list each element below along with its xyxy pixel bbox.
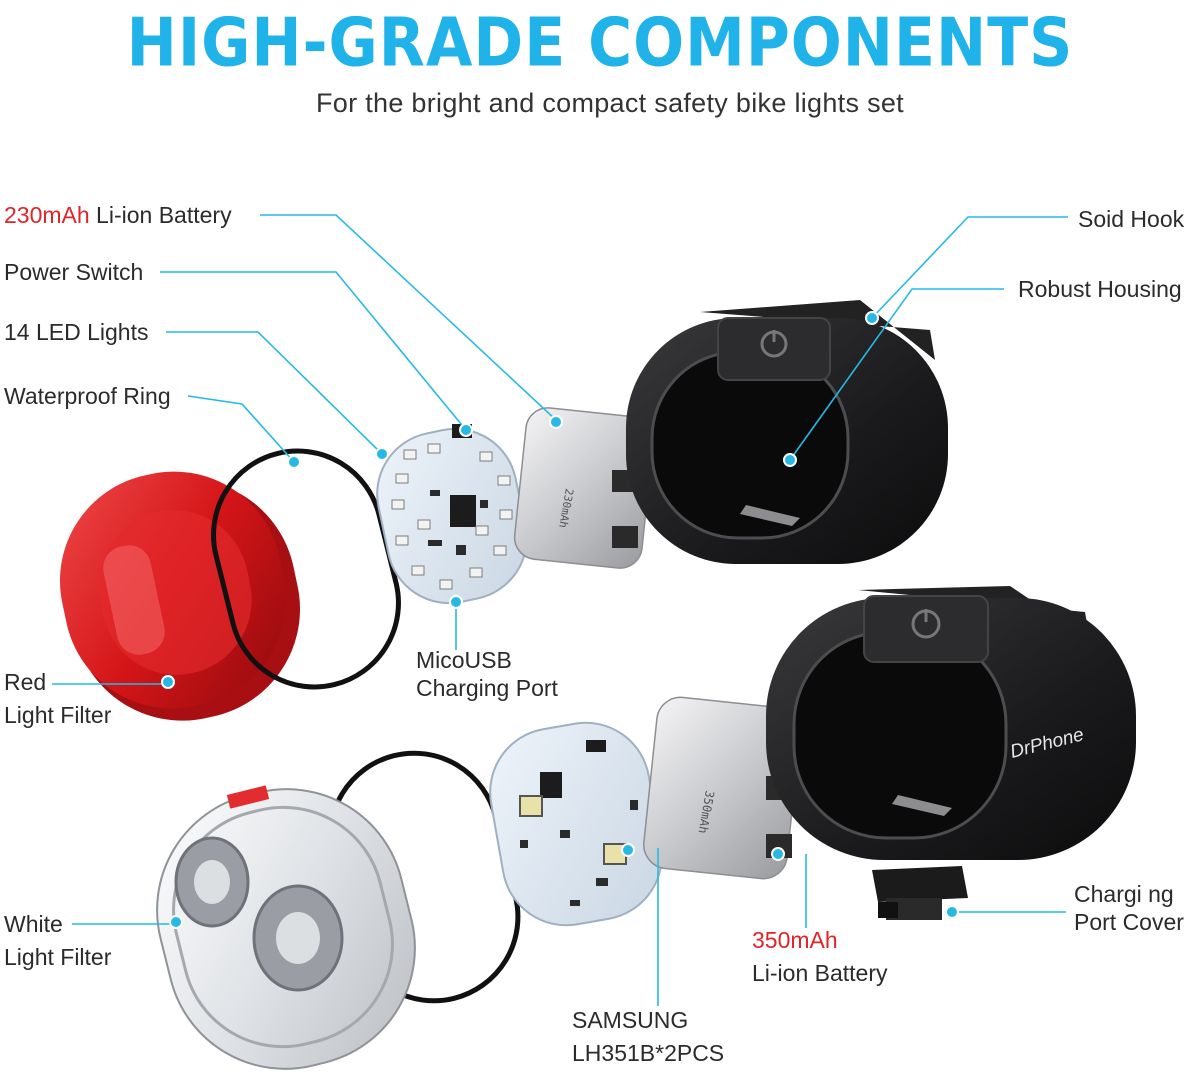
white-filter-line2: Light Filter: [4, 944, 112, 970]
solid-hook-marker: [865, 311, 879, 325]
samsung-line1: SAMSUNG: [572, 1007, 689, 1033]
robust-housing-marker: [783, 453, 797, 467]
white-light-filter: [156, 785, 416, 1070]
red-filter-line1: Red: [4, 669, 47, 695]
red-filter-marker: [161, 675, 175, 689]
label-solid-hook: Soid Hook: [1078, 206, 1185, 232]
battery-350-marker: [771, 847, 785, 861]
battery-230-marker: [549, 415, 563, 429]
page-title: HIGH-GRADE COMPONENTS: [126, 4, 1074, 83]
samsung-line2: LH351B*2PCS: [572, 1040, 725, 1066]
waterproof-ring-marker: [287, 455, 301, 469]
label-battery-230: 230mAh Li-ion Battery: [4, 199, 232, 232]
micro-usb-marker: [449, 595, 463, 609]
label-led-lights: 14 LED Lights: [4, 319, 149, 345]
battery-230-type: Li-ion Battery: [89, 202, 232, 228]
white-filter-marker: [169, 915, 183, 929]
label-robust-housing: Robust Housing: [1018, 276, 1182, 302]
charging-port-cover: [872, 866, 968, 920]
white-filter-line1: White: [4, 911, 63, 937]
label-micro-usb: MicoUSB Charging Port: [416, 646, 558, 702]
port-cover-line2: Port Cover: [1074, 909, 1184, 935]
battery-230-capacity: 230mAh: [4, 202, 90, 228]
micro-usb-line1: MicoUSB: [416, 647, 512, 673]
battery-350-type: Li-ion Battery: [752, 960, 888, 986]
red-filter-line2: Light Filter: [4, 702, 112, 728]
micro-usb-line2: Charging Port: [416, 675, 558, 701]
led-pcb-bottom: [489, 721, 663, 927]
power-switch-marker: [459, 423, 473, 437]
led-lights-marker: [375, 447, 389, 461]
samsung-led-marker: [621, 843, 635, 857]
label-red-filter: Red Light Filter: [4, 666, 111, 732]
led-pcb-top: [376, 424, 528, 605]
battery-350-capacity: 350mAh: [752, 927, 838, 953]
label-port-cover: Chargi ng Port Cover: [1074, 880, 1184, 936]
robust-housing-top: [626, 300, 948, 564]
label-waterproof-ring: Waterproof Ring: [4, 383, 171, 409]
port-cover-line1: Chargi ng: [1074, 881, 1174, 907]
label-white-filter: White Light Filter: [4, 908, 111, 974]
robust-housing-bottom: DrPhone: [766, 586, 1136, 860]
label-power-switch: Power Switch: [4, 259, 144, 285]
port-cover-marker: [945, 905, 959, 919]
page-subtitle: For the bright and compact safety bike l…: [316, 88, 904, 118]
label-battery-350: 350mAh Li-ion Battery: [752, 924, 888, 990]
label-samsung-led: SAMSUNG LH351B*2PCS: [572, 1004, 724, 1070]
leader-lines: [52, 214, 1068, 1006]
